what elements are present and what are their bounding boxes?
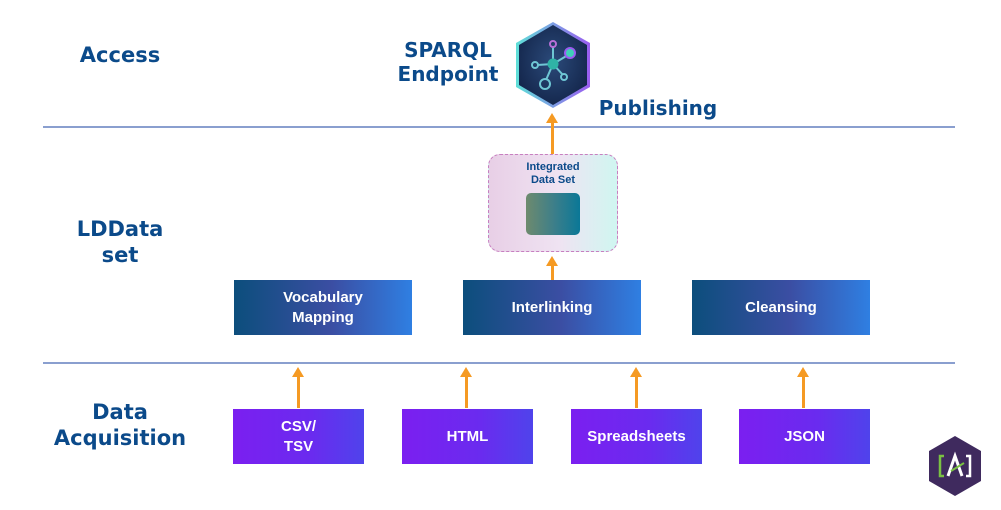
spreadsheets-text: Spreadsheets bbox=[587, 427, 686, 445]
arrow-integrated-to-endpoint bbox=[546, 113, 558, 154]
layer-label-acquisition-line2: Acquisition bbox=[53, 426, 187, 450]
layer-label-access-text: Access bbox=[79, 43, 161, 67]
divider-lddataset-acquisition bbox=[43, 362, 955, 364]
layer-label-lddataset-line1: LDData bbox=[76, 217, 164, 241]
integrated-title-line1: Integrated bbox=[526, 161, 580, 173]
layer-label-lddataset-line2: set bbox=[101, 243, 139, 267]
layer-label-access: Access bbox=[60, 42, 180, 68]
publishing-text: Publishing bbox=[598, 96, 718, 120]
integrated-data-set-title: Integrated Data Set bbox=[489, 161, 617, 187]
box-html: HTML bbox=[402, 409, 533, 464]
csv-tsv-line1: CSV/ bbox=[280, 417, 316, 435]
divider-access-lddataset bbox=[43, 126, 955, 128]
csv-tsv-line2: TSV bbox=[283, 437, 314, 455]
arrow-spreadsheets-up bbox=[630, 367, 642, 408]
sparql-endpoint-icon bbox=[513, 20, 593, 110]
integrated-title-line2: Data Set bbox=[530, 174, 576, 186]
dataset-swatch bbox=[526, 193, 580, 235]
arrow-interlinking-to-integrated bbox=[546, 256, 558, 280]
json-text: JSON bbox=[784, 427, 825, 445]
brand-logo-icon bbox=[927, 435, 983, 497]
cleansing-text: Cleansing bbox=[745, 298, 817, 316]
box-vocabulary-mapping: Vocabulary Mapping bbox=[234, 280, 412, 335]
sparql-endpoint-label: SPARQL Endpoint bbox=[392, 38, 504, 86]
layer-label-data-acquisition: Data Acquisition bbox=[40, 399, 200, 451]
vocabulary-mapping-line2: Mapping bbox=[292, 308, 354, 326]
layer-label-lddataset: LDData set bbox=[50, 216, 190, 268]
html-text: HTML bbox=[446, 427, 489, 445]
box-interlinking: Interlinking bbox=[463, 280, 641, 335]
box-spreadsheets: Spreadsheets bbox=[571, 409, 702, 464]
box-csv-tsv: CSV/ TSV bbox=[233, 409, 364, 464]
layer-label-acquisition-line1: Data bbox=[92, 400, 148, 424]
arrow-csv-up bbox=[292, 367, 304, 408]
arrow-html-up bbox=[460, 367, 472, 408]
arrow-json-up bbox=[797, 367, 809, 408]
sparql-endpoint-line1: SPARQL bbox=[404, 38, 492, 62]
integrated-data-set: Integrated Data Set bbox=[488, 154, 618, 252]
box-json: JSON bbox=[739, 409, 870, 464]
vocabulary-mapping-line1: Vocabulary bbox=[283, 288, 363, 306]
box-cleansing: Cleansing bbox=[692, 280, 870, 335]
sparql-endpoint-line2: Endpoint bbox=[397, 62, 499, 86]
interlinking-text: Interlinking bbox=[511, 298, 593, 316]
publishing-label: Publishing bbox=[596, 96, 720, 120]
